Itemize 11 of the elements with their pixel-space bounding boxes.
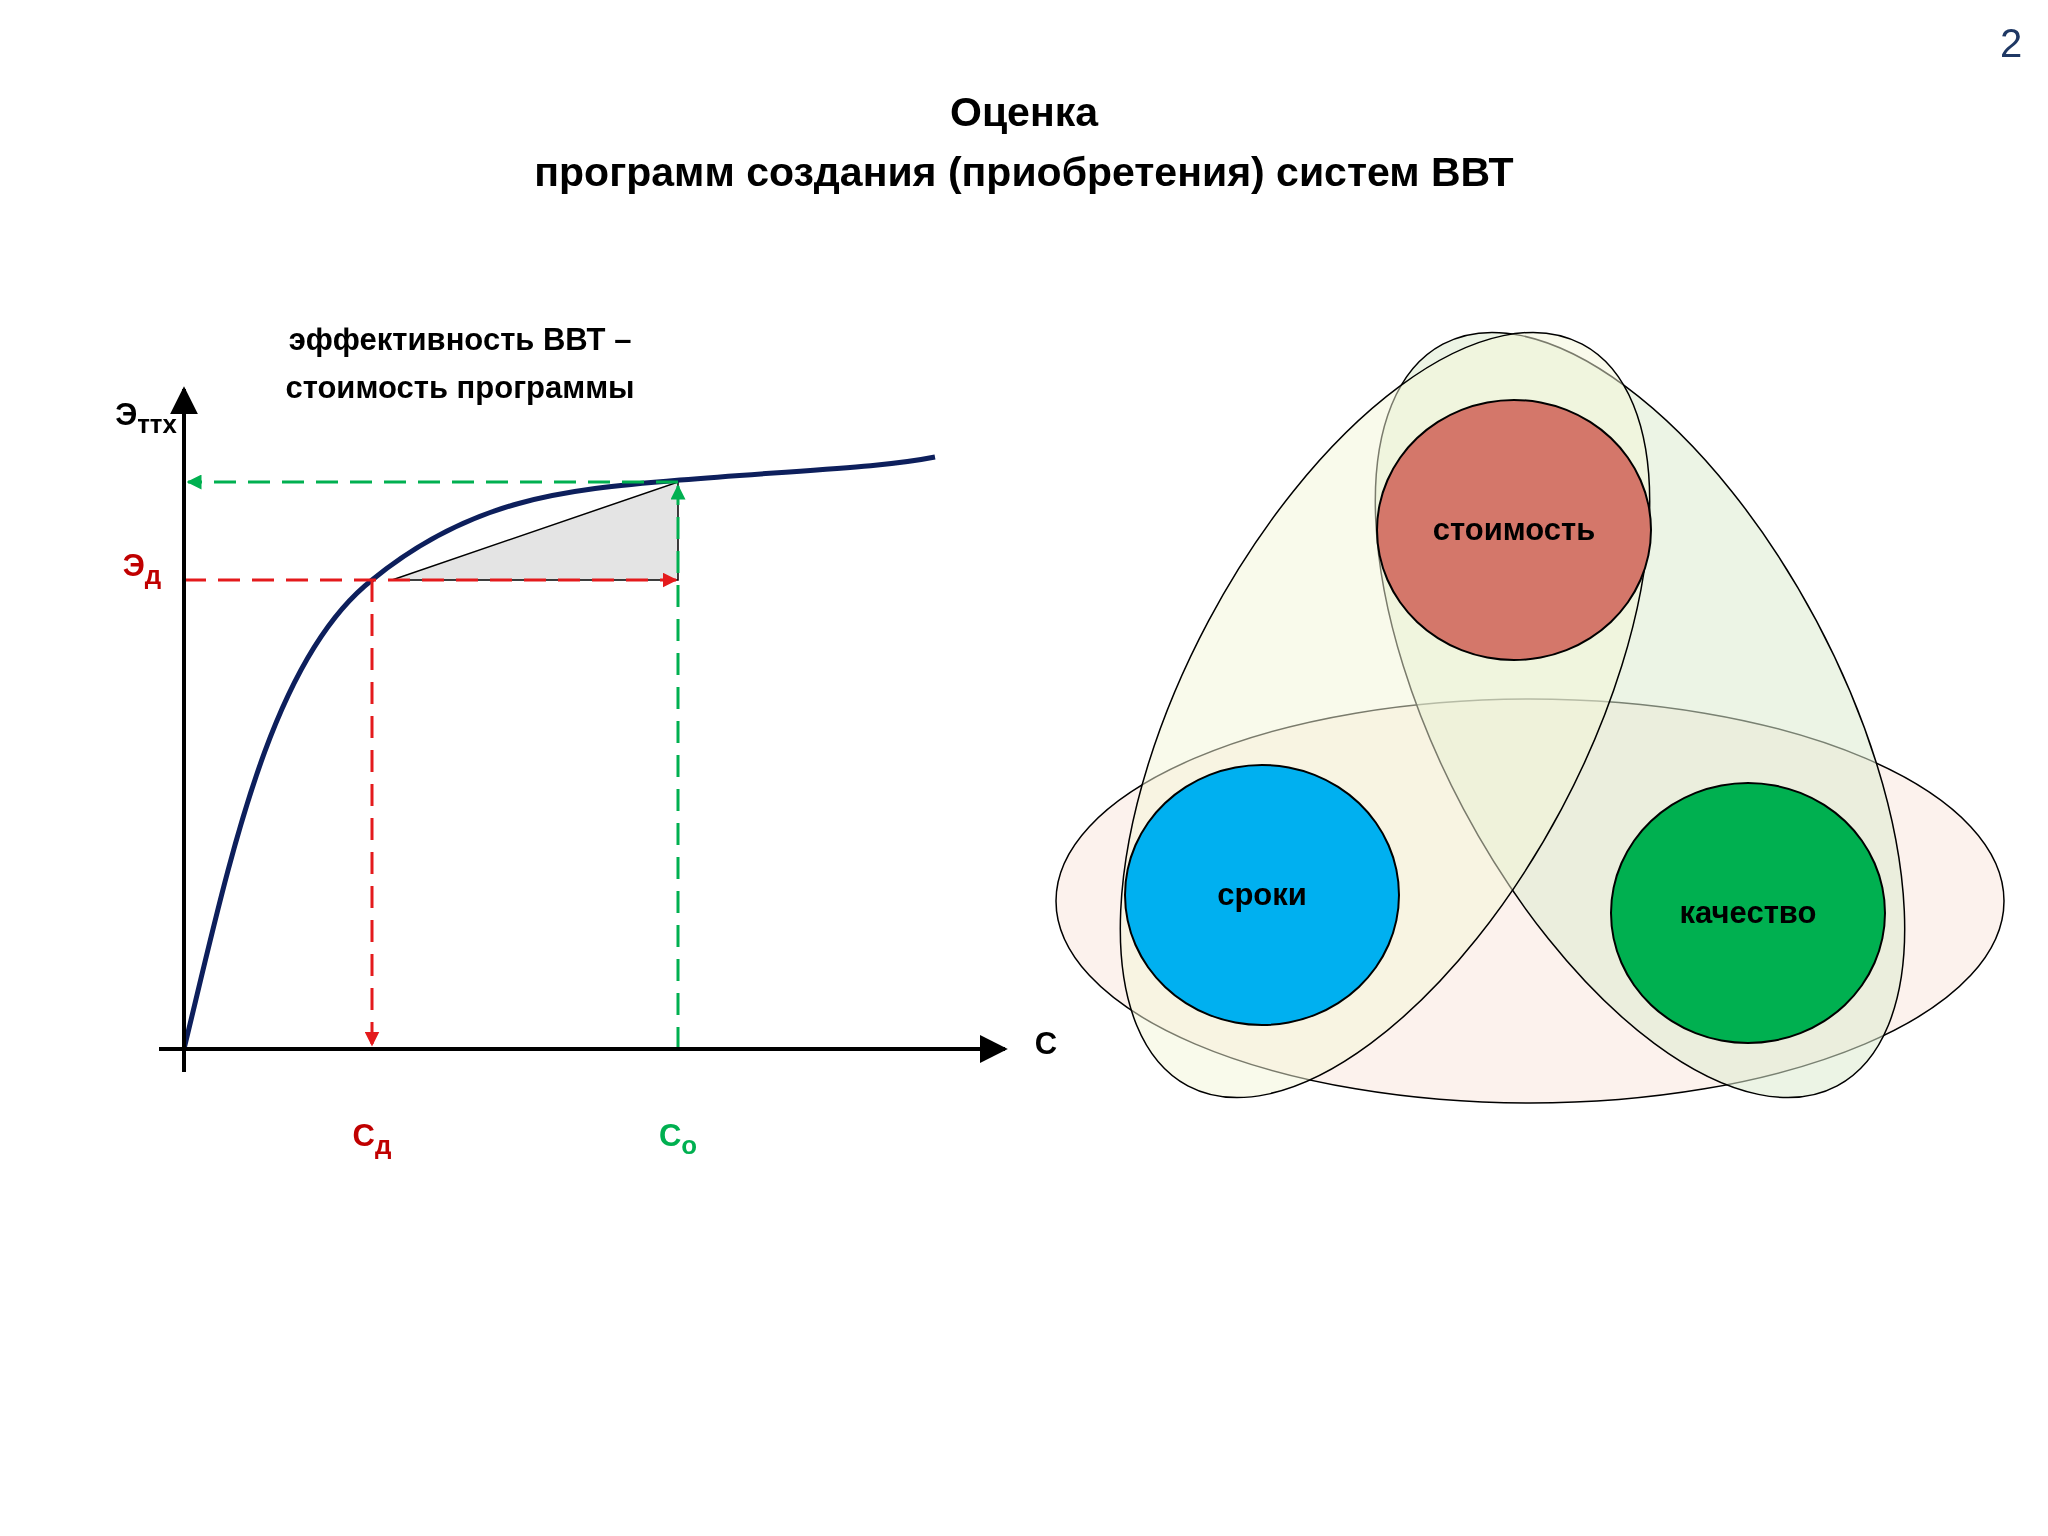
page-number: 2: [1999, 20, 2023, 66]
axis-label: Э$_{ттх}$: [115, 397, 177, 439]
axis-label: С$_{д}$: [352, 1118, 392, 1160]
axis-label: С: [1034, 1026, 1058, 1062]
circle-label: стоимость: [1432, 512, 1596, 548]
axis-label: Э$_{д}$: [122, 548, 162, 590]
title: Оценка программ создания (приобретения) систем ВВТ: [533, 88, 1515, 197]
circle-label: качество: [1679, 895, 1817, 931]
axis-label: С$_{о}$: [658, 1118, 698, 1160]
chart-title: эффективность ВВТ – стоимость программы: [284, 321, 636, 407]
circle-label: сроки: [1217, 877, 1307, 913]
